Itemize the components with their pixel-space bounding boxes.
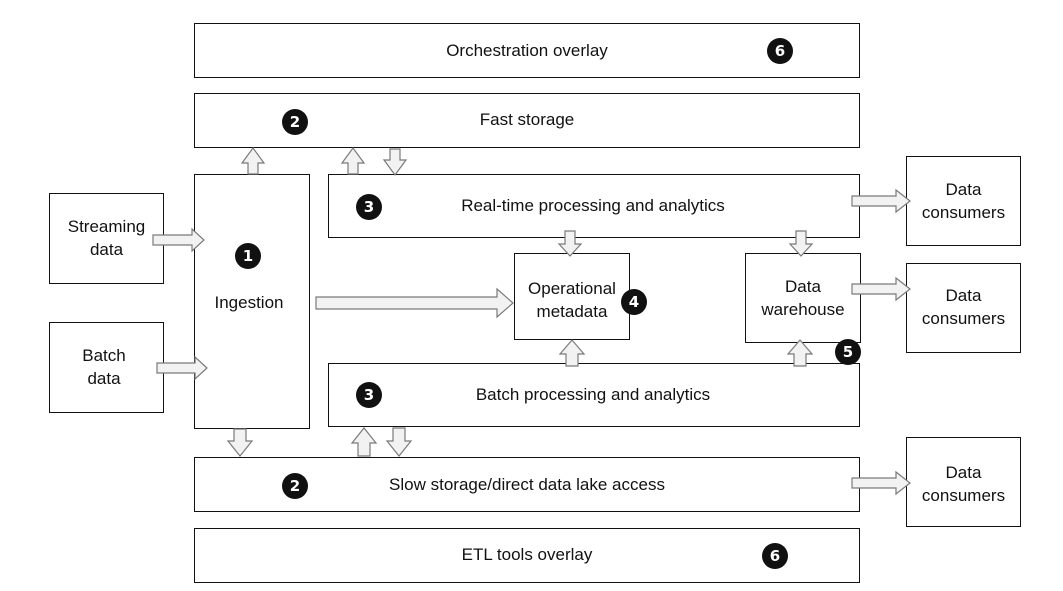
ingestion-box [194, 174, 310, 429]
arrow-batch-to-slow-storage [385, 427, 413, 457]
arrow-realtime-to-fast-storage [340, 146, 366, 175]
data-consumers-box-1 [906, 156, 1021, 246]
badge-realtime: 3 [356, 194, 382, 220]
arrow-batch-to-metadata [558, 339, 586, 367]
arrow-batch-to-warehouse [786, 339, 814, 367]
arrow-fast-storage-to-realtime [382, 148, 408, 177]
data-warehouse-line-1: Data [785, 277, 821, 296]
streaming-data-box [49, 193, 164, 284]
data-consumers-box-2 [906, 263, 1021, 353]
batch-processing-box [328, 363, 860, 427]
arrow-ingestion-to-metadata [315, 287, 514, 319]
data-consumers-1-line-2: consumers [921, 203, 1006, 222]
arrow-slow-storage-to-consumers [851, 470, 911, 496]
orchestration-overlay-label: Orchestration overlay [446, 41, 608, 60]
streaming-data-label: Streaming data [49, 215, 164, 261]
realtime-processing-label: Real-time processing and analytics [461, 196, 725, 215]
etl-tools-overlay-label: ETL tools overlay [461, 545, 593, 564]
data-warehouse-line-2: warehouse [761, 300, 845, 319]
badge-warehouse: 5 [835, 339, 861, 365]
etl-tools-overlay-box [194, 528, 860, 583]
operational-metadata-line-1: Operational [528, 279, 616, 298]
data-consumers-label-2: Data consumers [906, 284, 1021, 330]
arrow-streaming-to-ingestion [152, 227, 205, 253]
arrow-realtime-to-consumers [851, 188, 911, 214]
data-consumers-3-line-2: consumers [921, 486, 1006, 505]
arrow-realtime-to-metadata [557, 230, 583, 257]
data-consumers-box-3 [906, 437, 1021, 527]
badge-slow-storage: 2 [282, 473, 308, 499]
badge-orchestration: 6 [767, 38, 793, 64]
batch-data-line-1: Batch [82, 346, 126, 365]
data-consumers-2-line-2: consumers [921, 309, 1006, 328]
arrow-warehouse-to-consumers [851, 276, 911, 302]
badge-metadata: 4 [621, 289, 647, 315]
operational-metadata-line-2: metadata [536, 302, 608, 321]
arrow-batch-to-ingestion [156, 355, 208, 381]
arrow-slow-storage-to-batch [350, 427, 378, 457]
badge-fast-storage: 2 [282, 109, 308, 135]
data-consumers-2-line-1: Data [945, 286, 982, 305]
operational-metadata-box [514, 253, 630, 340]
streaming-data-line-2: data [89, 240, 124, 259]
slow-storage-label: Slow storage/direct data lake access [389, 475, 665, 494]
operational-metadata-label: Operational metadata [514, 277, 630, 323]
badge-ingestion: 1 [235, 243, 261, 269]
batch-data-line-2: data [87, 369, 121, 388]
batch-data-label: Batch data [49, 344, 159, 390]
arrow-ingestion-to-slow-storage [226, 428, 254, 457]
streaming-data-line-1: Streaming [67, 217, 146, 236]
data-consumers-label-1: Data consumers [906, 178, 1021, 224]
data-consumers-label-3: Data consumers [906, 461, 1021, 507]
badge-batch-processing: 3 [356, 382, 382, 408]
arrow-ingestion-to-fast-storage [240, 146, 266, 175]
realtime-processing-box [328, 174, 860, 238]
fast-storage-label: Fast storage [479, 110, 575, 129]
arrow-realtime-to-warehouse [788, 230, 814, 257]
badge-etl-overlay: 6 [762, 543, 788, 569]
data-consumers-1-line-1: Data [945, 180, 982, 199]
ingestion-label: Ingestion [214, 293, 284, 312]
batch-processing-label: Batch processing and analytics [475, 385, 711, 404]
orchestration-overlay-box [194, 23, 860, 78]
data-consumers-3-line-1: Data [945, 463, 982, 482]
data-warehouse-label: Data warehouse [745, 275, 861, 321]
